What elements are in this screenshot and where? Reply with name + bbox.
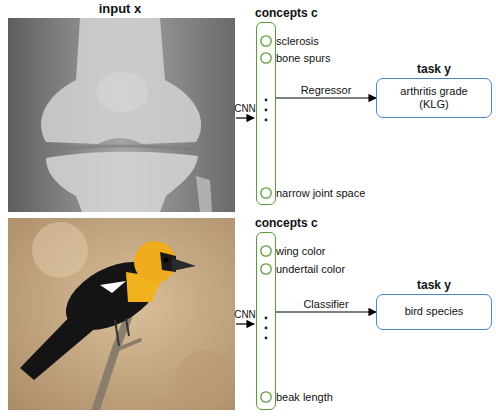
flow-arrow [276,311,376,312]
concept-label: bone spurs [276,52,330,64]
edge-label: Regressor [301,84,352,96]
concept-circle: narrow joint space [260,187,272,199]
edge-label: Classifier [303,298,348,310]
cnn-label: CNN [225,309,265,320]
bird-photo [8,218,235,410]
knee-xray [8,18,235,212]
input-heading: input x [60,1,180,16]
concept-label: undertail color [276,263,345,275]
task-box: task yarthritis grade (KLG) [376,78,492,118]
concept-label: beak length [276,391,333,403]
concept-label: sclerosis [276,35,319,47]
task-heading: task y [357,278,496,292]
concept-circle: beak length [260,391,272,403]
concept-heading: concepts c [255,216,318,230]
concept-label: narrow joint space [276,187,365,199]
circle-outline [260,35,272,47]
concept-circle: sclerosis [260,35,272,47]
circle-outline [260,245,272,257]
concept-label: wing color [276,245,326,257]
concept-circle: wing color [260,245,272,257]
unused [236,118,254,119]
circle-outline [260,52,272,64]
circle-outline [260,187,272,199]
task-label: arthritis grade (KLG) [399,85,469,111]
flow-arrow [276,97,376,98]
circle-outline [260,263,272,275]
concept-circle: undertail color [260,263,272,275]
cnn-label: CNN [225,103,265,114]
concept-circle: bone spurs [260,52,272,64]
task-heading: task y [357,62,496,76]
task-box: task ybird species [376,294,492,330]
cnn-arrows [236,118,254,324]
concept-box: concepts csclerosisbone spursnarrow join… [256,22,276,205]
concept-heading: concepts c [255,6,318,20]
circle-outline [260,391,272,403]
task-label: bird species [405,305,464,318]
concept-box: concepts cwing colorundertail colorbeak … [256,232,276,410]
